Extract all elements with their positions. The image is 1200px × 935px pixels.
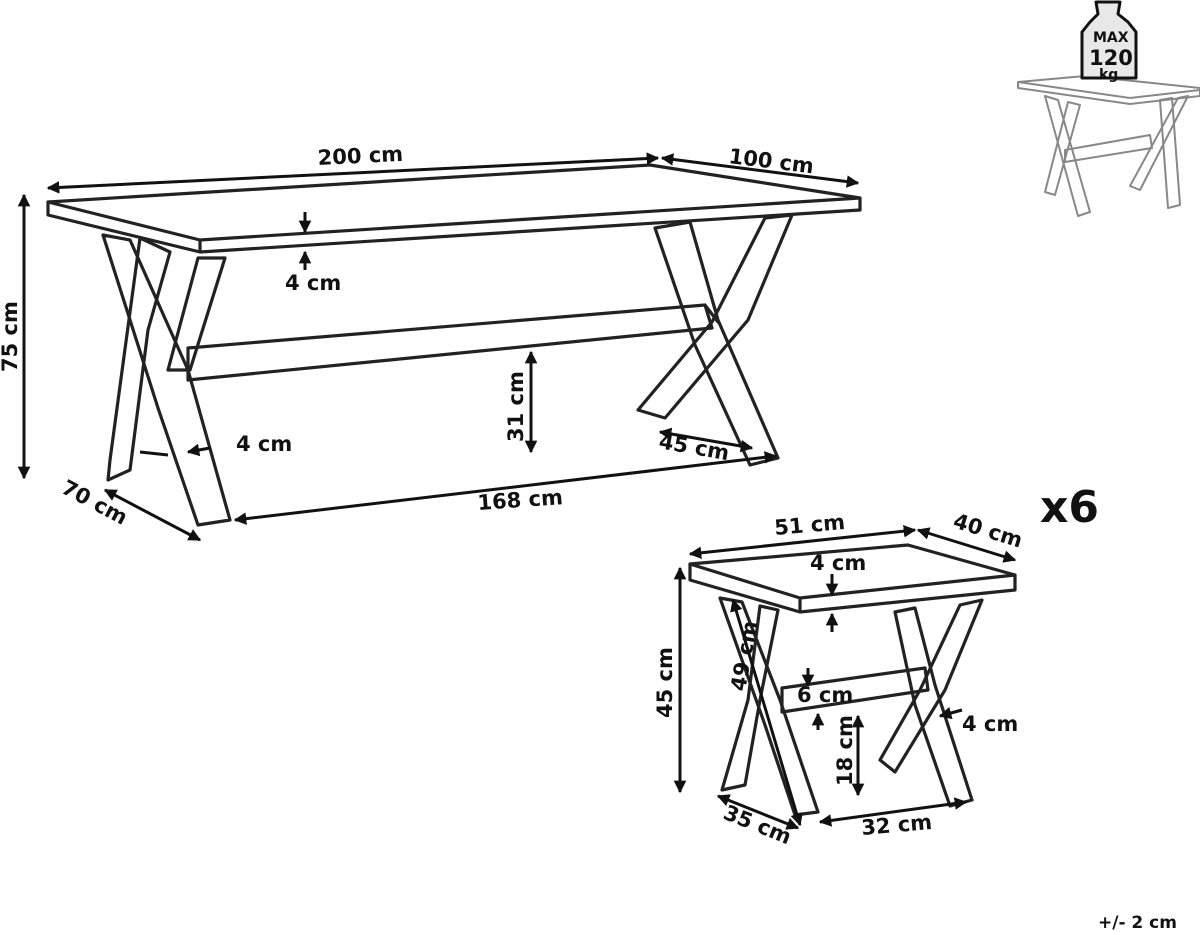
table-top-thickness-label: 4 cm	[285, 271, 341, 295]
dining-table	[46, 163, 862, 527]
table-width-label: 100 cm	[727, 144, 815, 178]
table-stretcher	[186, 303, 720, 382]
stool-length-label: 51 cm	[773, 510, 846, 540]
table-top	[46, 163, 862, 254]
stool-quantity-label: x6	[1040, 482, 1099, 533]
table-dimensions	[17, 152, 860, 542]
stool-base-width-label: 32 cm	[860, 810, 933, 840]
table-left-leg	[101, 233, 232, 527]
weight-icon	[1080, 0, 1138, 80]
table-leg-spread-label: 168 cm	[477, 485, 564, 515]
table-leg-thickness-label: 4 cm	[236, 432, 292, 456]
table-depth-label: 70 cm	[58, 475, 132, 529]
stool-right-leg	[878, 598, 984, 808]
table-stretcher-height-label: 31 cm	[504, 371, 528, 442]
table-right-leg	[636, 213, 794, 467]
max-load-unit: kg	[1099, 67, 1118, 83]
stool-height-label: 45 cm	[653, 647, 677, 718]
stool-top-thickness-label: 4 cm	[810, 551, 866, 575]
max-load-value: 120	[1089, 46, 1133, 70]
max-load-text: MAX	[1093, 30, 1129, 46]
stool-stretcher-label: 6 cm	[797, 683, 853, 707]
tolerance-label: +/- 2 cm	[1098, 913, 1177, 933]
table-height-label: 75 cm	[0, 301, 22, 372]
table-leg-base-label: 45 cm	[657, 429, 731, 465]
stool-dimensions	[673, 524, 1017, 830]
stool-width-label: 40 cm	[951, 509, 1026, 553]
stool-base-depth-label: 35 cm	[720, 800, 795, 849]
stool-leg-thickness-label: 4 cm	[962, 712, 1018, 736]
table-length-label: 200 cm	[317, 142, 404, 170]
stool-stretcher-height-label: 18 cm	[833, 715, 857, 786]
max-load-icon	[1017, 0, 1200, 217]
